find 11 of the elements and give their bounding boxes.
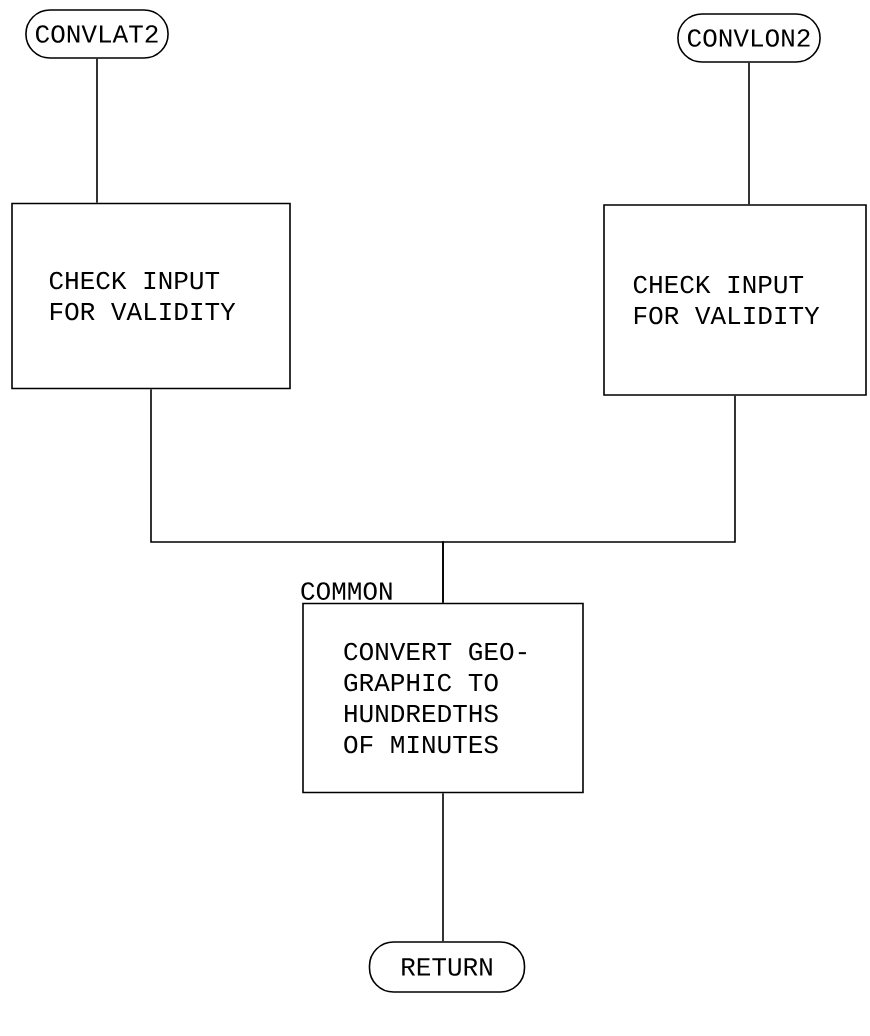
terminal-box: CONVLON2 xyxy=(677,13,821,63)
node-heading: COMMON xyxy=(301,582,392,600)
process-box: CHECK INPUT FOR VALIDITY xyxy=(11,202,291,390)
connector-line xyxy=(96,58,98,204)
connector-line xyxy=(748,62,750,205)
terminal-box: RETURN xyxy=(368,941,526,993)
terminal-box: CONVLAT2 xyxy=(25,9,169,59)
connector-line xyxy=(442,395,736,604)
process-box: CHECK INPUT FOR VALIDITY xyxy=(603,204,867,396)
process-box: CONVERT GEO- GRAPHIC TO HUNDREDTHS OF MINUTES xyxy=(302,602,584,794)
connector-line xyxy=(442,792,444,942)
